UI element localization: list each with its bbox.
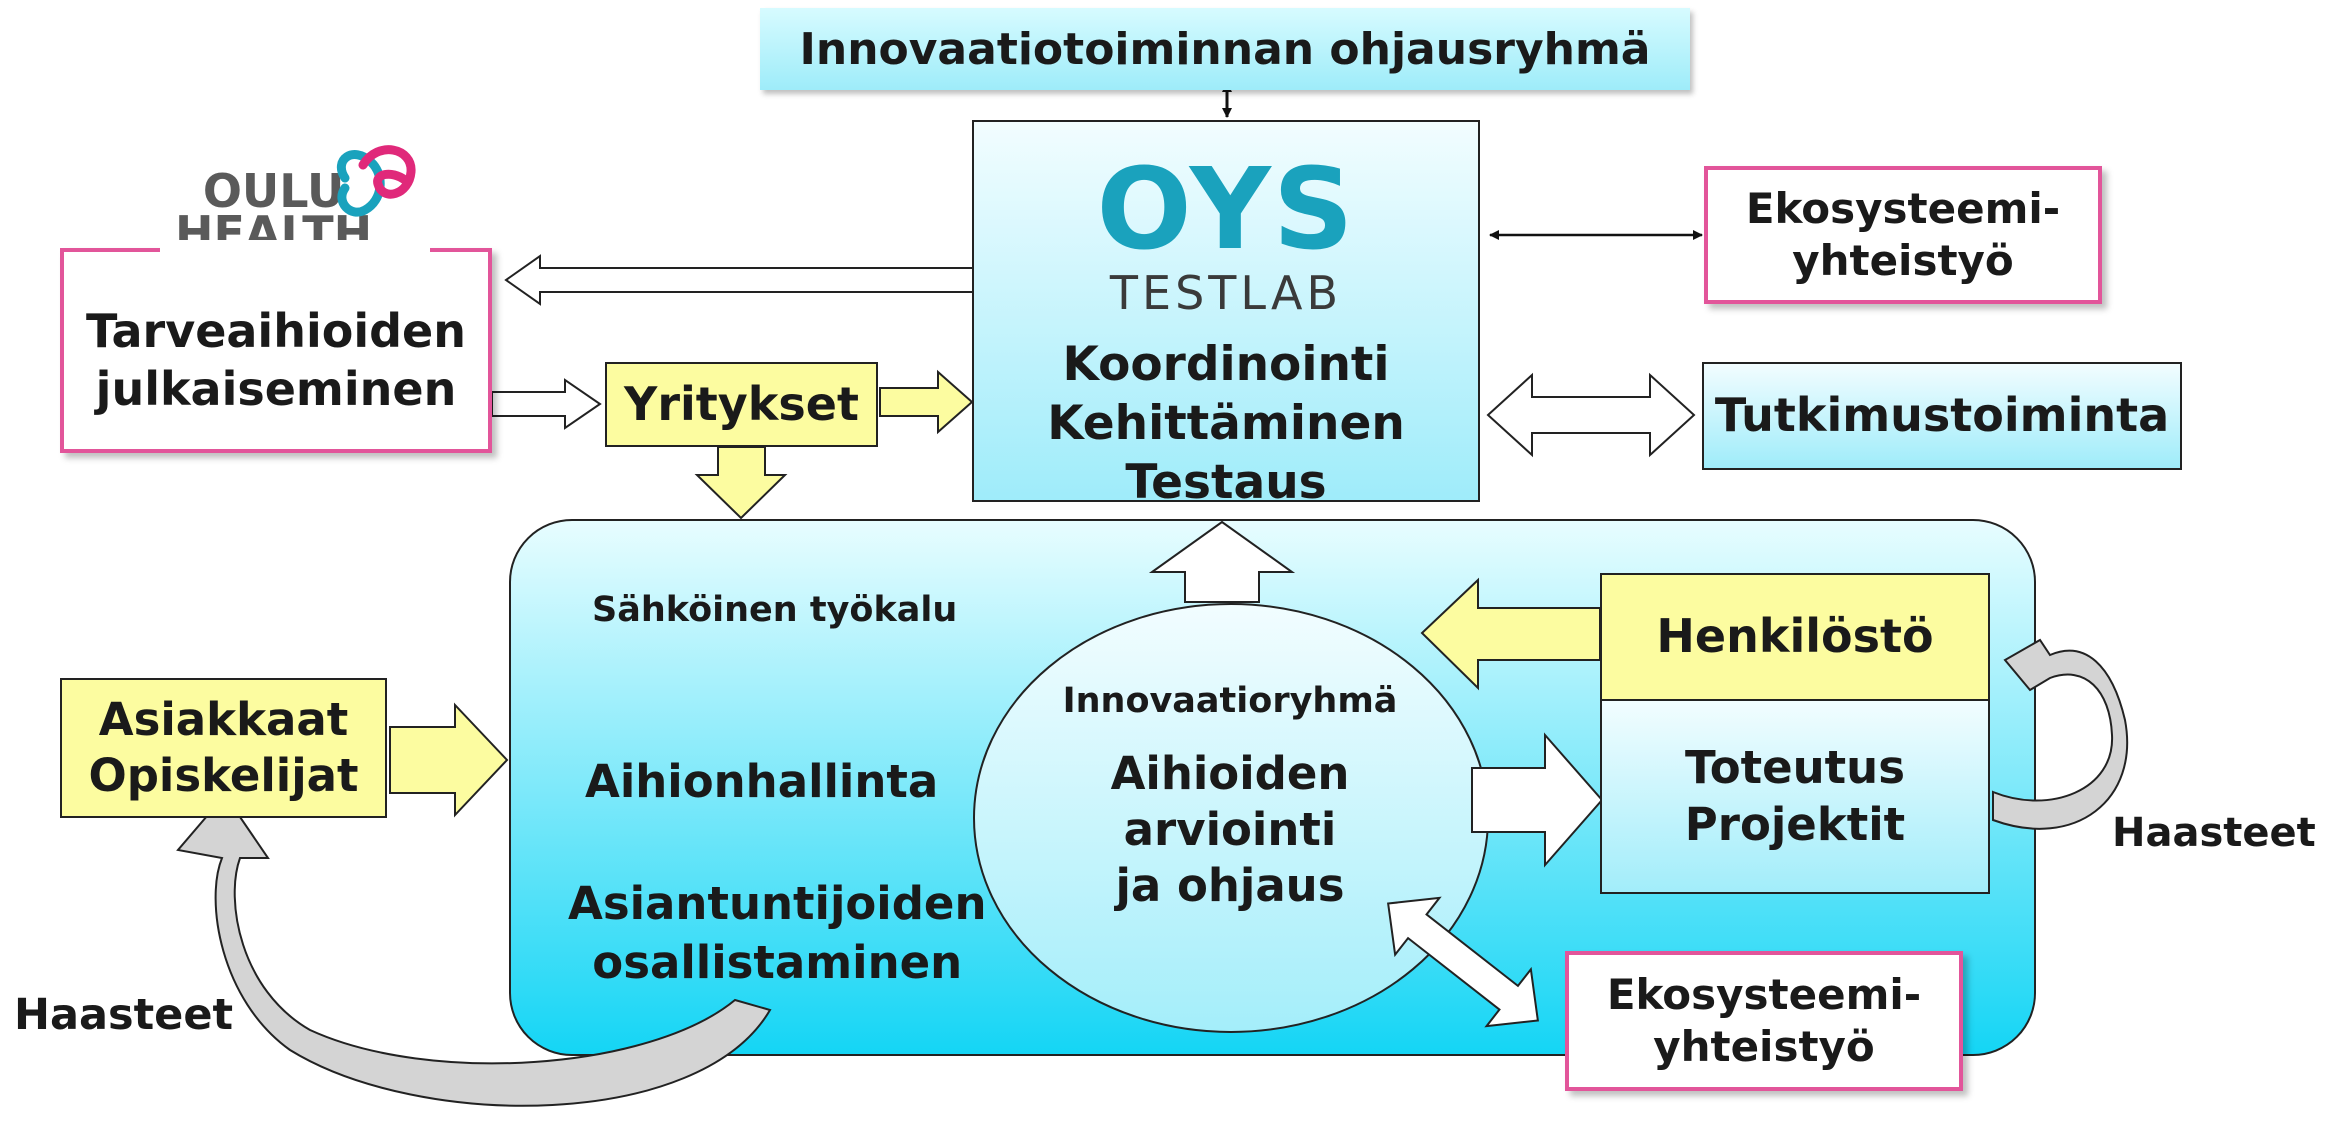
customers-to-platform-arrow: [389, 702, 509, 818]
role-development: Kehittäminen: [1047, 396, 1405, 452]
testlab-box: OYS TESTLAB Koordinointi Kehittäminen Te…: [972, 120, 1480, 510]
oys-logo-mark: OYS: [1096, 145, 1356, 275]
oys-logo: OYS TESTLAB: [1096, 145, 1356, 322]
to-companies-arrow: [491, 378, 602, 430]
oulu-logo-text: OULU: [202, 164, 345, 218]
experts-line-1: Asiantuntijoiden: [568, 877, 987, 930]
to-needs-arrow: [504, 254, 976, 306]
staff-box: Henkilöstö: [1600, 573, 1990, 701]
companies-to-platform-arrow: [694, 446, 788, 520]
electronic-tool-label: Sähköinen työkalu: [592, 590, 958, 630]
steering-group-label: Innovaatiotoiminnan ohjausryhmä: [799, 23, 1651, 75]
companies-to-testlab-arrow: [879, 369, 974, 435]
ecosystem-bottom-line-1: Ekosysteemi-: [1606, 969, 1922, 1019]
implementation-box: Toteutus Projektit: [1600, 699, 1990, 894]
ecosystem-line-2: yhteistyö: [1792, 236, 2014, 285]
staff-label: Henkilöstö: [1656, 609, 1934, 664]
needs-line-1: Tarveaihioiden: [86, 304, 466, 358]
companies-label: Yritykset: [624, 376, 859, 431]
expert-participation-label: Asiantuntijoiden osallistaminen: [568, 875, 987, 992]
ecosystem-bottom-link-arrow: [1387, 896, 1539, 1028]
oulu-health-symbol: [336, 145, 416, 217]
ecosystem-line-1: Ekosysteemi-: [1745, 183, 2061, 233]
role-coordination: Koordinointi: [1062, 337, 1390, 393]
experts-line-2: osallistaminen: [592, 935, 963, 989]
challenges-left-curve-arrow: [176, 793, 772, 1107]
platform-to-testlab-arrow: [1148, 520, 1296, 603]
innovation-group-title: Innovaatioryhmä: [1062, 681, 1398, 721]
challenges-right-curve-arrow: [1992, 638, 2128, 830]
customers-line-1: Asiakkaat: [98, 692, 349, 746]
ellipse-to-implementation-arrow: [1471, 732, 1604, 868]
logo-frame-gap: [160, 240, 430, 254]
innovation-line-2: arviointi: [1123, 803, 1337, 856]
research-box: Tutkimustoiminta: [1702, 362, 2182, 470]
testlab-logo-text: TESTLAB: [1109, 265, 1343, 320]
staff-to-ellipse-arrow: [1420, 577, 1601, 691]
steering-group-banner: Innovaatiotoiminnan ohjausryhmä: [760, 8, 1690, 90]
challenges-label-left: Haasteet: [14, 990, 234, 1040]
challenges-label-right: Haasteet: [2112, 810, 2316, 856]
research-label: Tutkimustoiminta: [1714, 388, 2170, 443]
ecosystem-box-bottom: Ekosysteemi- yhteistyö: [1565, 951, 1963, 1091]
role-testing: Testaus: [1125, 454, 1327, 510]
innovation-line-1: Aihioiden: [1110, 746, 1350, 800]
implementation-line-1: Toteutus: [1684, 741, 1906, 795]
needs-publishing-box: Tarveaihioiden julkaiseminen: [60, 248, 492, 453]
research-link-arrow: [1486, 372, 1696, 458]
idea-management-label: Aihionhallinta: [585, 755, 939, 808]
ecosystem-bottom-line-2: yhteistyö: [1653, 1022, 1875, 1071]
customers-line-2: Opiskelijat: [88, 749, 359, 802]
innovation-line-3: ja ohjaus: [1115, 859, 1345, 913]
needs-line-2: julkaiseminen: [95, 361, 457, 416]
ecosystem-box-top: Ekosysteemi- yhteistyö: [1704, 166, 2102, 304]
implementation-line-2: Projektit: [1684, 797, 1906, 851]
companies-box: Yritykset: [605, 362, 878, 447]
customers-box: Asiakkaat Opiskelijat: [60, 678, 387, 818]
innovation-group-text: Innovaatioryhmä Aihioiden arviointi ja o…: [1040, 680, 1420, 940]
